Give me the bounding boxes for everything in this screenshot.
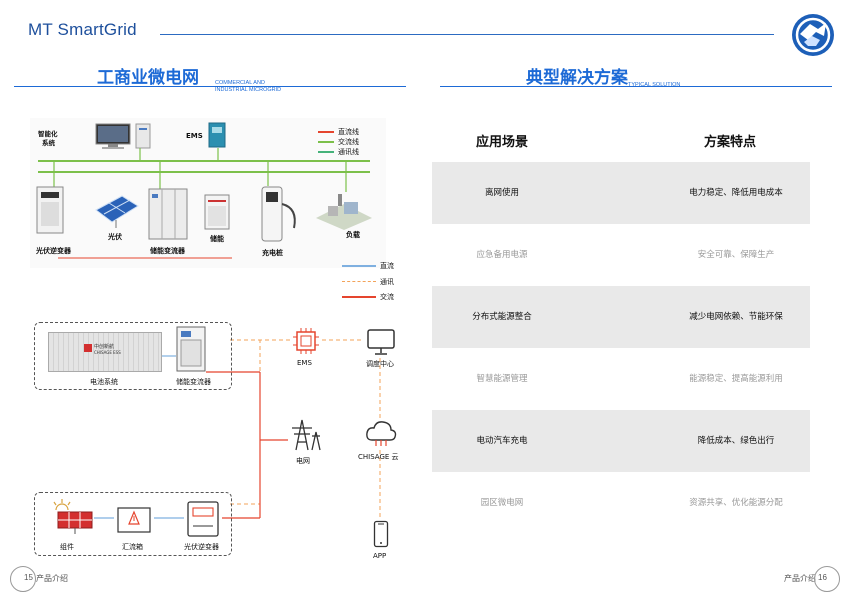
pv-inverter-bottom-icon xyxy=(184,500,222,542)
table-cell-scene: 电动汽车充电 xyxy=(476,436,528,446)
table-cell-feature: 安全可靠、保障生产 xyxy=(697,250,775,260)
right-title-rule xyxy=(440,86,832,87)
cloud-icon xyxy=(364,418,398,452)
right-section-subtitle: TYPICAL SOLUTION xyxy=(628,82,681,88)
phone-app-icon xyxy=(373,520,389,552)
left-title-rule xyxy=(14,86,406,87)
smart-system-label-2: 系统 xyxy=(42,139,55,147)
device-label-pv: 光伏 xyxy=(108,233,122,241)
battery-brand-en: CHISAGE ESS xyxy=(94,350,121,355)
combiner-label: 汇流箱 xyxy=(122,543,143,551)
cloud-label: CHISAGE 云 xyxy=(358,453,399,461)
battery-brand: 中创新航 xyxy=(94,344,115,350)
table-row: 应急备用电源 安全可靠、保障生产 xyxy=(432,224,810,286)
comm-bus xyxy=(38,160,370,162)
legend-dc-line-swatch xyxy=(342,265,376,267)
table-cell-scene: 智慧能源管理 xyxy=(476,374,528,384)
pcs-cabinet-icon xyxy=(176,326,206,376)
table-row: 离网使用 电力稳定、降低用电成本 xyxy=(432,162,810,224)
grid-label: 电网 xyxy=(296,457,310,465)
legend-comm-line-swatch xyxy=(342,281,376,282)
device-label-pcs: 储能变流器 xyxy=(150,247,185,255)
left-section-subtitle-2: INDUSTRIAL MICROGRID xyxy=(215,87,282,93)
grid-tower-icon xyxy=(286,416,322,456)
ac-bus xyxy=(38,171,370,173)
app-label: APP xyxy=(373,552,387,560)
legend-dc-line: 直流线 xyxy=(338,128,359,136)
footer-left-text: 产品介绍 xyxy=(36,574,68,583)
legend-dc-swatch xyxy=(318,131,334,133)
left-section-subtitle-1: COMMERCIAL AND xyxy=(215,80,265,86)
pv-module-icon xyxy=(48,498,94,540)
device-label-load: 负载 xyxy=(346,231,360,239)
legend-comm: 通讯 xyxy=(380,278,394,286)
dispatch-center-label: 调度中心 xyxy=(366,360,394,368)
storage-group-box xyxy=(34,322,232,390)
legend-comm-swatch xyxy=(318,151,334,153)
pv-inverter-icon xyxy=(36,186,64,238)
company-logo-icon xyxy=(790,12,836,58)
table-cell-feature: 电力稳定、降低用电成本 xyxy=(689,188,783,198)
table-cell-scene: 应急备用电源 xyxy=(476,250,528,260)
page-number-right-circle xyxy=(814,566,840,592)
table-row: 电动汽车充电 降低成本、绿色出行 xyxy=(432,410,810,472)
legend-dc: 直流 xyxy=(380,262,394,270)
legend-ac-swatch xyxy=(318,141,334,143)
top-system-diagram xyxy=(30,118,386,268)
table-header-scene: 应用场景 xyxy=(475,135,528,150)
smart-system-label: 智能化 xyxy=(38,130,58,138)
battery-system-label: 电池系统 xyxy=(90,378,118,386)
solar-panel-icon xyxy=(92,194,142,234)
ems-label-bottom: EMS xyxy=(297,359,312,367)
device-label-storage: 储能 xyxy=(210,235,224,243)
storage-pcs-icon xyxy=(148,188,188,244)
legend-ac-line: 交流线 xyxy=(338,138,359,146)
legend-ac-line-swatch xyxy=(342,296,376,298)
table-row: 分布式能源整合 减少电网依赖、节能环保 xyxy=(432,286,810,348)
footer-right-text: 产品介绍 xyxy=(784,574,816,583)
page-number-left: 15 xyxy=(24,573,33,582)
table-cell-scene: 分布式能源整合 xyxy=(472,312,532,322)
table-cell-feature: 降低成本、绿色出行 xyxy=(697,436,775,446)
right-section-title: 典型解决方案 xyxy=(526,68,628,88)
device-label-pv-inverter: 光伏逆变器 xyxy=(36,247,71,255)
battery-brand-badge-icon xyxy=(84,344,92,352)
combiner-box-icon xyxy=(114,504,154,538)
monitor-icon xyxy=(94,122,156,156)
legend-ac: 交流 xyxy=(380,293,394,301)
pcs-label: 储能变流器 xyxy=(176,378,211,386)
ems-cabinet-icon xyxy=(208,122,226,152)
storage-battery-icon xyxy=(204,194,230,234)
table-cell-feature: 减少电网依赖、节能环保 xyxy=(689,312,783,322)
dispatch-monitor-icon xyxy=(366,328,396,360)
battery-container-icon xyxy=(48,332,162,372)
page-number-left-circle xyxy=(10,566,36,592)
ems-chip-icon xyxy=(290,326,322,360)
ems-label-top: EMS xyxy=(186,132,203,140)
legend-comm-line: 通讯线 xyxy=(338,148,359,156)
table-row: 园区微电网 资源共享、优化能源分配 xyxy=(432,472,810,534)
load-factory-icon xyxy=(314,192,374,236)
charger-icon xyxy=(256,186,302,246)
left-section-title: 工商业微电网 xyxy=(97,68,199,88)
table-row: 智慧能源管理 能源稳定、提高能源利用 xyxy=(432,348,810,410)
module-label: 组件 xyxy=(60,543,74,551)
table-cell-scene: 离网使用 xyxy=(484,188,519,198)
brand-title: MT SmartGrid xyxy=(28,20,137,39)
pv-group-box xyxy=(34,492,232,556)
table-cell-feature: 资源共享、优化能源分配 xyxy=(689,498,783,508)
table-cell-scene: 园区微电网 xyxy=(480,498,524,508)
table-header-feature: 方案特点 xyxy=(703,135,756,150)
header-rule xyxy=(160,34,774,35)
device-label-charger: 充电桩 xyxy=(262,249,283,257)
table-cell-feature: 能源稳定、提高能源利用 xyxy=(689,374,783,384)
pv-inverter-bottom-label: 光伏逆变器 xyxy=(184,543,219,551)
